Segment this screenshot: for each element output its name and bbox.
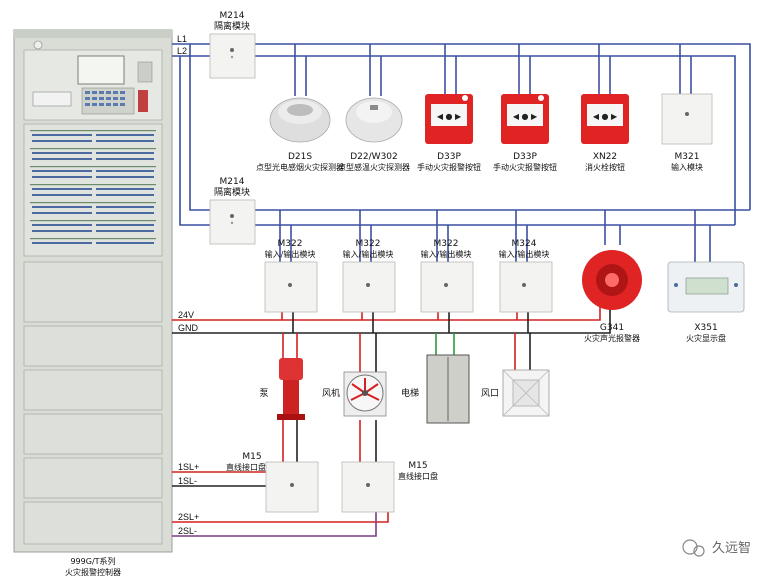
junction-2-code: M15 <box>408 461 427 471</box>
sl-wires <box>172 420 389 537</box>
fire-display-panel: X351 火灾显示盘 <box>667 261 745 343</box>
pump: 泵 <box>259 358 305 420</box>
manual-call-point-1: ◀ ● ▶ D33P 手动火灾报警按钮 <box>417 94 481 172</box>
input-module: M321 输入模块 <box>661 93 713 172</box>
heat-detector: D22/W302 点型感温火灾探测器 <box>338 97 410 172</box>
pump-icon <box>279 358 303 380</box>
io-module-1-name: 输入/输出模块 <box>265 249 316 259</box>
io-module-3: M322 输入/输出模块 <box>420 239 474 313</box>
junction-1-code: M15 <box>242 452 261 462</box>
io-module-2-code: M322 <box>356 239 381 249</box>
bus-label-24v: 24V <box>178 310 194 320</box>
fan-label: 风机 <box>322 387 340 399</box>
io-module-icon <box>342 261 396 313</box>
indicator-rows <box>30 130 156 240</box>
device-6-code: M321 <box>675 152 700 162</box>
isolator-2-name: 隔离模块 <box>214 186 250 198</box>
watermark-text: 久远智 <box>712 541 751 556</box>
device-6-name: 输入模块 <box>671 162 703 172</box>
io-module-1-code: M322 <box>278 239 303 249</box>
junction-1-name: 直线接口盘 <box>226 462 266 472</box>
io-module-4-code: M324 <box>512 239 537 249</box>
output-wires <box>282 333 531 372</box>
display-code: X351 <box>694 323 717 333</box>
device-4-code: D33P <box>513 152 537 162</box>
lcd-screen <box>77 55 125 85</box>
device-4-name: 手动火灾报警按钮 <box>493 162 557 172</box>
elevator-label: 电梯 <box>401 387 419 399</box>
isolator-1-led-icon <box>230 48 234 52</box>
junction-2-name: 直线接口盘 <box>398 471 438 481</box>
cabinet-model: 999G/T系列 <box>70 556 115 566</box>
bus-label-2sl-plus: 2SL+ <box>178 512 199 522</box>
io-module-4: M324 输入/输出模块 <box>499 239 553 313</box>
wechat-icon <box>682 539 698 555</box>
display-name: 火灾显示盘 <box>686 333 726 343</box>
alarm-code: G341 <box>600 323 624 333</box>
device-3-code: D33P <box>437 152 461 162</box>
device-5-name: 消火栓按钮 <box>585 162 625 172</box>
loop-bus-wires <box>172 43 751 262</box>
io-module-4-name: 输入/输出模块 <box>499 249 550 259</box>
isolator-1-name: 隔离模块 <box>214 20 250 32</box>
vent-label: 风口 <box>481 388 499 399</box>
device-2-name: 点型感温火灾探测器 <box>338 162 410 172</box>
fan: 风机 <box>322 371 387 417</box>
elevator: 电梯 <box>401 354 470 424</box>
hydrant-button: ◀ ● ▶ XN22 消火栓按钮 <box>581 94 629 172</box>
io-module-3-code: M322 <box>434 239 459 249</box>
io-module-2-name: 输入/输出模块 <box>343 249 394 259</box>
bus-label-l1: L1 <box>177 34 187 44</box>
junction-box-1: M15 直线接口盘 <box>226 452 319 513</box>
alarm-controller-cabinet: 999G/T系列 火灾报警控制器 <box>13 29 173 577</box>
smoke-detector: D21S 点型光电感烟火灾探测器 <box>256 97 344 172</box>
isolator-2-led-icon <box>230 214 234 218</box>
svg-text:◀ ● ▶: ◀ ● ▶ <box>437 112 462 121</box>
printer-slot <box>32 91 72 107</box>
bus-label-2sl-minus: 2SL- <box>178 526 197 536</box>
device-5-code: XN22 <box>593 152 617 162</box>
bus-label-1sl-minus: 1SL- <box>178 476 197 486</box>
bus-label-l2: L2 <box>177 46 187 56</box>
isolator-module-2: M214 隔离模块 <box>209 177 256 245</box>
io-module-3-name: 输入/输出模块 <box>421 249 472 259</box>
manual-call-point-2: ◀ ● ▶ D33P 手动火灾报警按钮 <box>493 94 557 172</box>
io-module-icon <box>499 261 553 313</box>
io-module-icon <box>420 261 474 313</box>
io-module-1: M322 输入/输出模块 <box>264 239 318 313</box>
sounder-strobe: G341 火灾声光报警器 <box>582 250 642 343</box>
device-1-name: 点型光电感烟火灾探测器 <box>256 162 344 172</box>
svg-text:◀ ● ▶: ◀ ● ▶ <box>513 112 538 121</box>
cabinet-name: 火灾报警控制器 <box>65 567 121 577</box>
io-module-2: M322 输入/输出模块 <box>342 239 396 313</box>
bus-label-gnd: GND <box>178 323 199 333</box>
svg-text:◀ ● ▶: ◀ ● ▶ <box>593 112 618 121</box>
device-1-code: D21S <box>288 152 312 162</box>
input-module-icon <box>661 93 713 145</box>
device-2-code: D22/W302 <box>350 152 398 162</box>
junction-box-2: M15 直线接口盘 <box>341 461 438 513</box>
io-module-icon <box>264 261 318 313</box>
device-3-name: 手动火灾报警按钮 <box>417 162 481 172</box>
air-vent: 风口 <box>481 369 550 417</box>
keypad <box>81 61 153 115</box>
isolator-1-code: M214 <box>220 11 245 21</box>
isolator-module-1: M214 隔离模块 <box>209 11 256 79</box>
pump-label: 泵 <box>259 388 268 399</box>
bus-label-1sl-plus: 1SL+ <box>178 462 199 472</box>
watermark: 久远智 <box>682 539 751 557</box>
alarm-name: 火灾声光报警器 <box>584 333 640 343</box>
isolator-2-code: M214 <box>220 177 245 187</box>
